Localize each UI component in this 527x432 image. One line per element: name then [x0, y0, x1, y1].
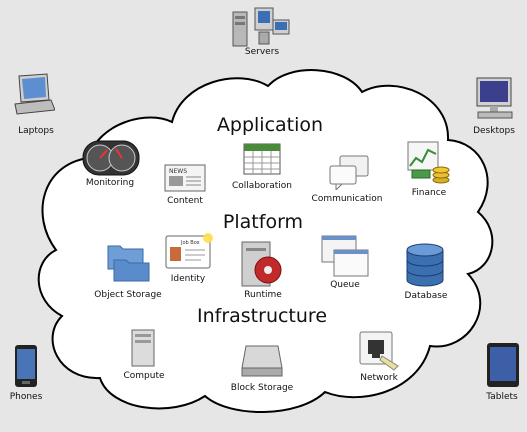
- identity-label: Identity: [170, 274, 206, 284]
- desktop-icon: [474, 76, 514, 124]
- database-icon: [405, 242, 445, 292]
- compute-tower-icon: [130, 328, 156, 372]
- newspaper-icon: NEWS: [164, 164, 206, 196]
- tablets-label: Tablets: [486, 392, 518, 402]
- database-label: Database: [404, 291, 448, 301]
- application-heading: Application: [216, 114, 324, 136]
- servers-label: Servers: [244, 47, 280, 57]
- queue-label: Queue: [330, 280, 360, 290]
- job-box-text: Job Box: [180, 240, 200, 246]
- finance-chart-icon: [406, 140, 450, 188]
- runtime-icon: [240, 240, 284, 292]
- calendar-icon: [243, 140, 281, 180]
- finance-label: Finance: [411, 188, 447, 198]
- infrastructure-heading: Infrastructure: [196, 305, 328, 327]
- block-storage-label: Block Storage: [230, 383, 294, 393]
- runtime-label: Runtime: [244, 290, 282, 300]
- communication-label: Communication: [311, 194, 383, 204]
- collaboration-label: Collaboration: [232, 181, 292, 191]
- monitoring-label: Monitoring: [85, 178, 135, 188]
- network-port-icon: [358, 330, 404, 376]
- gauge-icon: [82, 140, 140, 180]
- queue-icon: [320, 234, 370, 282]
- id-badge-icon: Job Box: [165, 232, 215, 274]
- phone-icon: [14, 344, 38, 392]
- chat-bubbles-icon: [328, 154, 370, 194]
- network-label: Network: [360, 373, 398, 383]
- tablet-icon: [486, 342, 520, 392]
- object-storage-label: Object Storage: [94, 290, 162, 300]
- servers-icon: [231, 6, 291, 52]
- content-label: Content: [167, 196, 203, 206]
- news-text: NEWS: [169, 168, 187, 175]
- desktops-label: Desktops: [473, 126, 515, 136]
- laptop-icon: [11, 72, 56, 120]
- compute-label: Compute: [123, 371, 165, 381]
- platform-heading: Platform: [222, 211, 304, 233]
- phones-label: Phones: [9, 392, 43, 402]
- folders-icon: [106, 240, 150, 286]
- laptops-label: Laptops: [18, 126, 54, 136]
- hard-drive-icon: [240, 344, 284, 384]
